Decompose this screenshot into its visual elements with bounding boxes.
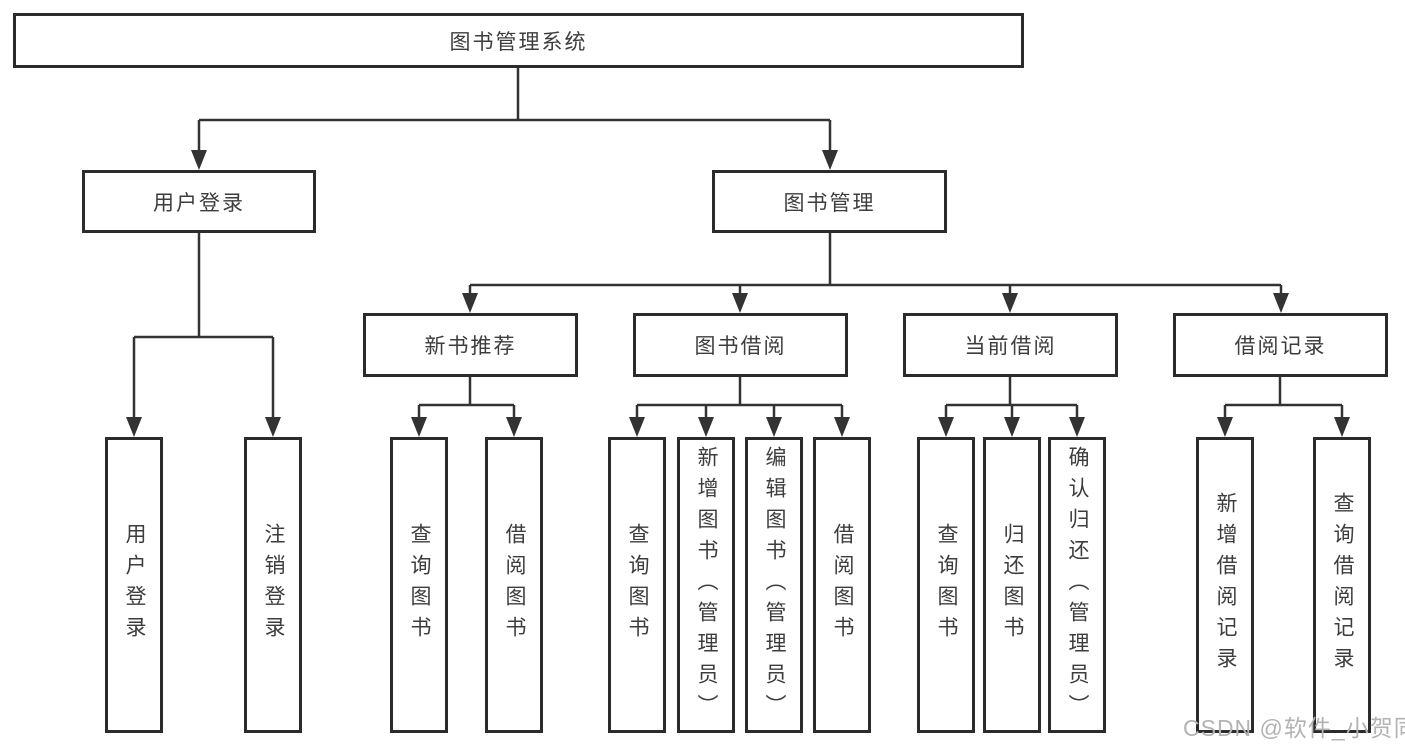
leaf-borrow-books: 借阅图书 xyxy=(485,437,543,733)
leaf-add-books-admin: 新增图书（管理员） xyxy=(677,437,735,733)
leaf-query-books: 查询图书 xyxy=(917,437,975,733)
leaf-edit-books-admin: 编辑图书（管理员） xyxy=(745,437,803,733)
leaf-return-books: 归还图书 xyxy=(983,437,1041,733)
csdn-watermark: CSDN @软件_小贺同学 xyxy=(1183,715,1405,741)
node-new-book-recommendation: 新书推荐 xyxy=(363,313,578,377)
leaf-confirm-return-admin: 确认归还（管理员） xyxy=(1048,437,1106,733)
leaf-borrow-books: 借阅图书 xyxy=(813,437,871,733)
leaf-logout: 注销登录 xyxy=(244,437,302,733)
node-book-management: 图书管理 xyxy=(712,170,947,233)
node-book-borrowing: 图书借阅 xyxy=(633,313,848,377)
node-user-login: 用户登录 xyxy=(82,170,316,233)
node-borrowing-records: 借阅记录 xyxy=(1173,313,1388,377)
leaf-add-borrow-record: 新增借阅记录 xyxy=(1196,437,1254,733)
node-current-borrowing: 当前借阅 xyxy=(903,313,1118,377)
leaf-query-books: 查询图书 xyxy=(608,437,666,733)
leaf-query-books: 查询图书 xyxy=(390,437,448,733)
node-library-system: 图书管理系统 xyxy=(13,13,1024,68)
leaf-query-borrow-record: 查询借阅记录 xyxy=(1313,437,1371,733)
leaf-user-login: 用户登录 xyxy=(105,437,163,733)
